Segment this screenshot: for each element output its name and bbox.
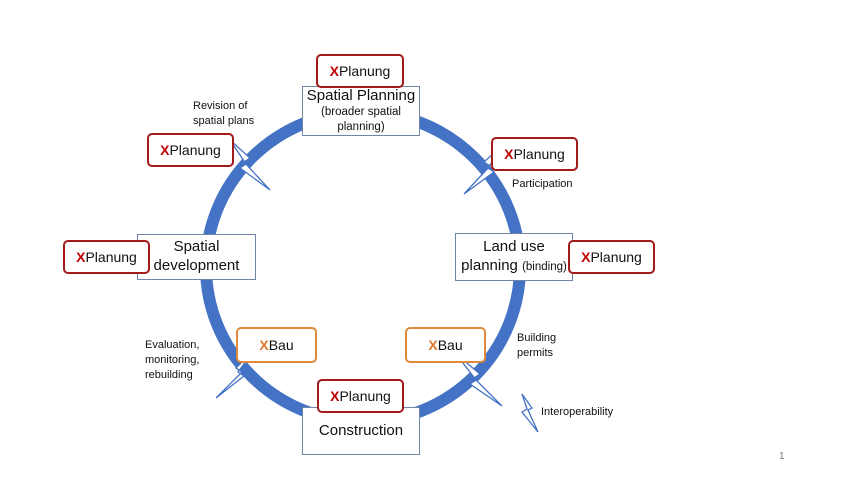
stage-subtitle: (binding) [522,261,567,273]
lightning-icon [455,353,503,407]
stage-title: Land use planning [461,238,545,274]
lightning-icon [521,393,539,433]
stage-title: Spatial Planning [306,87,416,105]
stage-subtitle: (broader spatial planning) [321,106,401,133]
stage-construction: Construction [302,407,420,455]
note-revision: Revision of spatial plans [193,100,255,127]
stage-spatial-development: Spatial development [137,234,256,280]
stage-title: Construction [318,422,404,439]
stage-land-use-planning: Land use planning (binding) [455,233,573,281]
note-interoperability: Interoperability [541,406,614,418]
lightning-icon [229,139,271,191]
stage-spatial-planning: Spatial Planning (broader spatial planni… [302,86,420,136]
page-number: 1 [779,451,785,462]
note-participation: Participation [512,178,573,190]
note-evaluation: Evaluation, monitoring, rebuilding [145,339,200,381]
stage-title: Spatial development [153,238,240,274]
note-building-permits: Building permits [517,332,557,359]
